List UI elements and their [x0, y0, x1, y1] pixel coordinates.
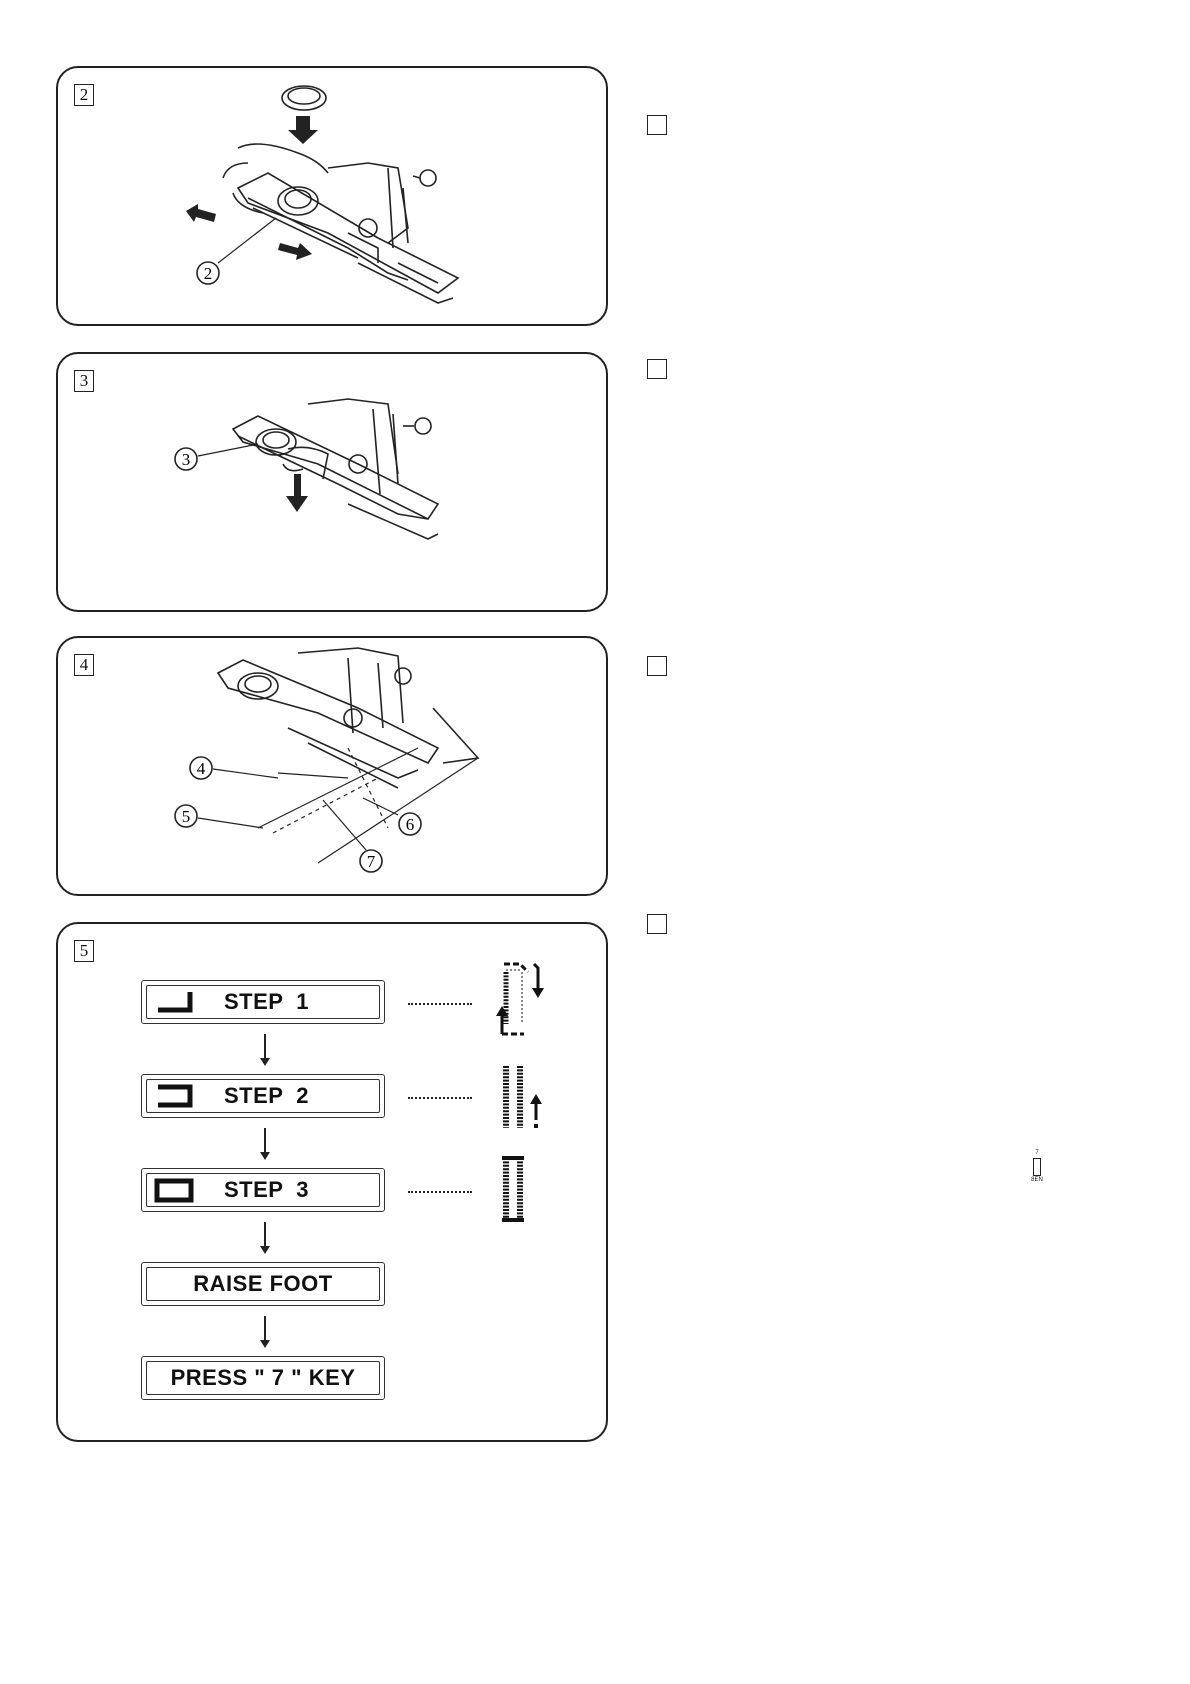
dotted-leader — [408, 1191, 472, 1193]
lcd-step-1: STEP 1 — [141, 980, 385, 1024]
figure-panel-2: 2 — [56, 66, 608, 326]
step-1-stitch-icon — [496, 962, 544, 1036]
step-1-shape-icon — [158, 992, 193, 1013]
flow-arrow-icon — [260, 1034, 270, 1066]
flow-arrow-icon — [260, 1222, 270, 1254]
lcd-step-2-text: STEP 2 — [224, 1083, 310, 1108]
figure-number: 4 — [74, 654, 94, 676]
callout-label: 6 — [406, 815, 415, 834]
dotted-leader — [408, 1003, 472, 1005]
callout-label: 5 — [182, 807, 191, 826]
step-3-stitch-icon — [502, 1156, 524, 1222]
lcd-raise-foot: RAISE FOOT — [141, 1262, 385, 1306]
lcd-step-1-text: STEP 1 — [224, 989, 310, 1014]
lcd-step-2: STEP 2 — [141, 1074, 385, 1118]
lcd-press-key: PRESS " 7 " KEY — [141, 1356, 385, 1400]
checkbox-placeholder — [647, 359, 667, 379]
figure-number: 3 — [74, 370, 94, 392]
button-placement-illustration: 2 — [186, 85, 460, 304]
lcd-step-3: STEP 3 — [141, 1168, 385, 1212]
step-2-stitch-icon — [503, 1066, 542, 1128]
buttonhole-key-icon: 7 8EN — [1030, 1150, 1044, 1184]
callout-label: 4 — [197, 759, 206, 778]
lcd-step-3-text: STEP 3 — [224, 1177, 310, 1202]
callout-label: 2 — [204, 264, 213, 283]
lcd-raise-foot-text: RAISE FOOT — [193, 1271, 333, 1296]
fabric-positioning-illustration: 4 5 6 7 — [174, 647, 480, 873]
step-3-shape-icon — [154, 1178, 194, 1203]
lcd-press-key-text: PRESS " 7 " KEY — [170, 1365, 356, 1390]
figure-panel-5: 5 STEP 1 STEP 2 — [56, 922, 608, 1442]
callout-label: 7 — [367, 852, 376, 871]
key-code-label: 8EN — [1031, 1177, 1043, 1183]
checkbox-placeholder — [647, 914, 667, 934]
step-2-shape-icon — [158, 1084, 193, 1108]
callout-label: 3 — [182, 450, 191, 469]
flow-arrow-icon — [260, 1128, 270, 1160]
lever-pull-illustration: 3 — [174, 398, 440, 540]
figure-number: 5 — [74, 940, 94, 962]
figure-panel-3: 3 3 — [56, 352, 608, 612]
figure-panel-4: 4 — [56, 636, 608, 896]
figure-number: 2 — [74, 84, 94, 106]
checkbox-placeholder — [647, 115, 667, 135]
flow-arrow-icon — [260, 1316, 270, 1348]
dotted-leader — [408, 1097, 472, 1099]
key-number-label: 7 — [1035, 1150, 1039, 1156]
checkbox-placeholder — [647, 656, 667, 676]
